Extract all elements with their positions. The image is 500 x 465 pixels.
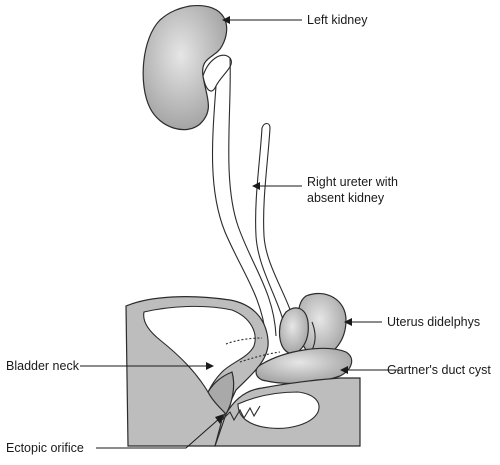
- ectopic-orifice-zigzag: [221, 405, 261, 422]
- arrowhead-bladder-neck: [206, 362, 214, 370]
- arrowhead-left-kidney: [222, 16, 230, 24]
- label-right-ureter-1: Right ureter with: [307, 175, 398, 189]
- leader-ectopic: [96, 417, 221, 449]
- label-bladder-neck: Bladder neck: [6, 359, 80, 373]
- right-ureter-blind-end: [261, 122, 271, 129]
- label-right-ureter-2: absent kidney: [307, 191, 385, 205]
- right-ureter-inner: [263, 127, 297, 331]
- bladder-lumen: [143, 305, 256, 394]
- label-gartners-duct-cyst: Gartner's duct cyst: [387, 363, 491, 377]
- vaginal-opening: [237, 391, 320, 429]
- ureter-orifice-dashed-2: [239, 351, 281, 363]
- arrowhead-uterus: [344, 318, 352, 326]
- arrowhead-ectopic: [215, 414, 224, 424]
- arrowhead-gartner: [340, 366, 348, 374]
- label-uterus-didelphys: Uterus didelphys: [387, 315, 480, 329]
- gartners-duct-cyst-shape: [255, 347, 353, 385]
- uterus-cavity: [311, 321, 316, 351]
- left-ureter-inner: [228, 57, 277, 337]
- ureter-orifice-dashed-1: [225, 337, 263, 345]
- label-left-kidney: Left kidney: [307, 13, 368, 27]
- bladder-neck-shape: [207, 371, 235, 415]
- arrowhead-right-ureter: [252, 182, 260, 190]
- label-ectopic-orifice: Ectopic orifice: [6, 441, 84, 455]
- right-ureter: [255, 127, 287, 333]
- left-renal-pelvis: [202, 54, 232, 92]
- left-kidney-shape: [142, 5, 228, 131]
- left-ureter: [211, 85, 267, 339]
